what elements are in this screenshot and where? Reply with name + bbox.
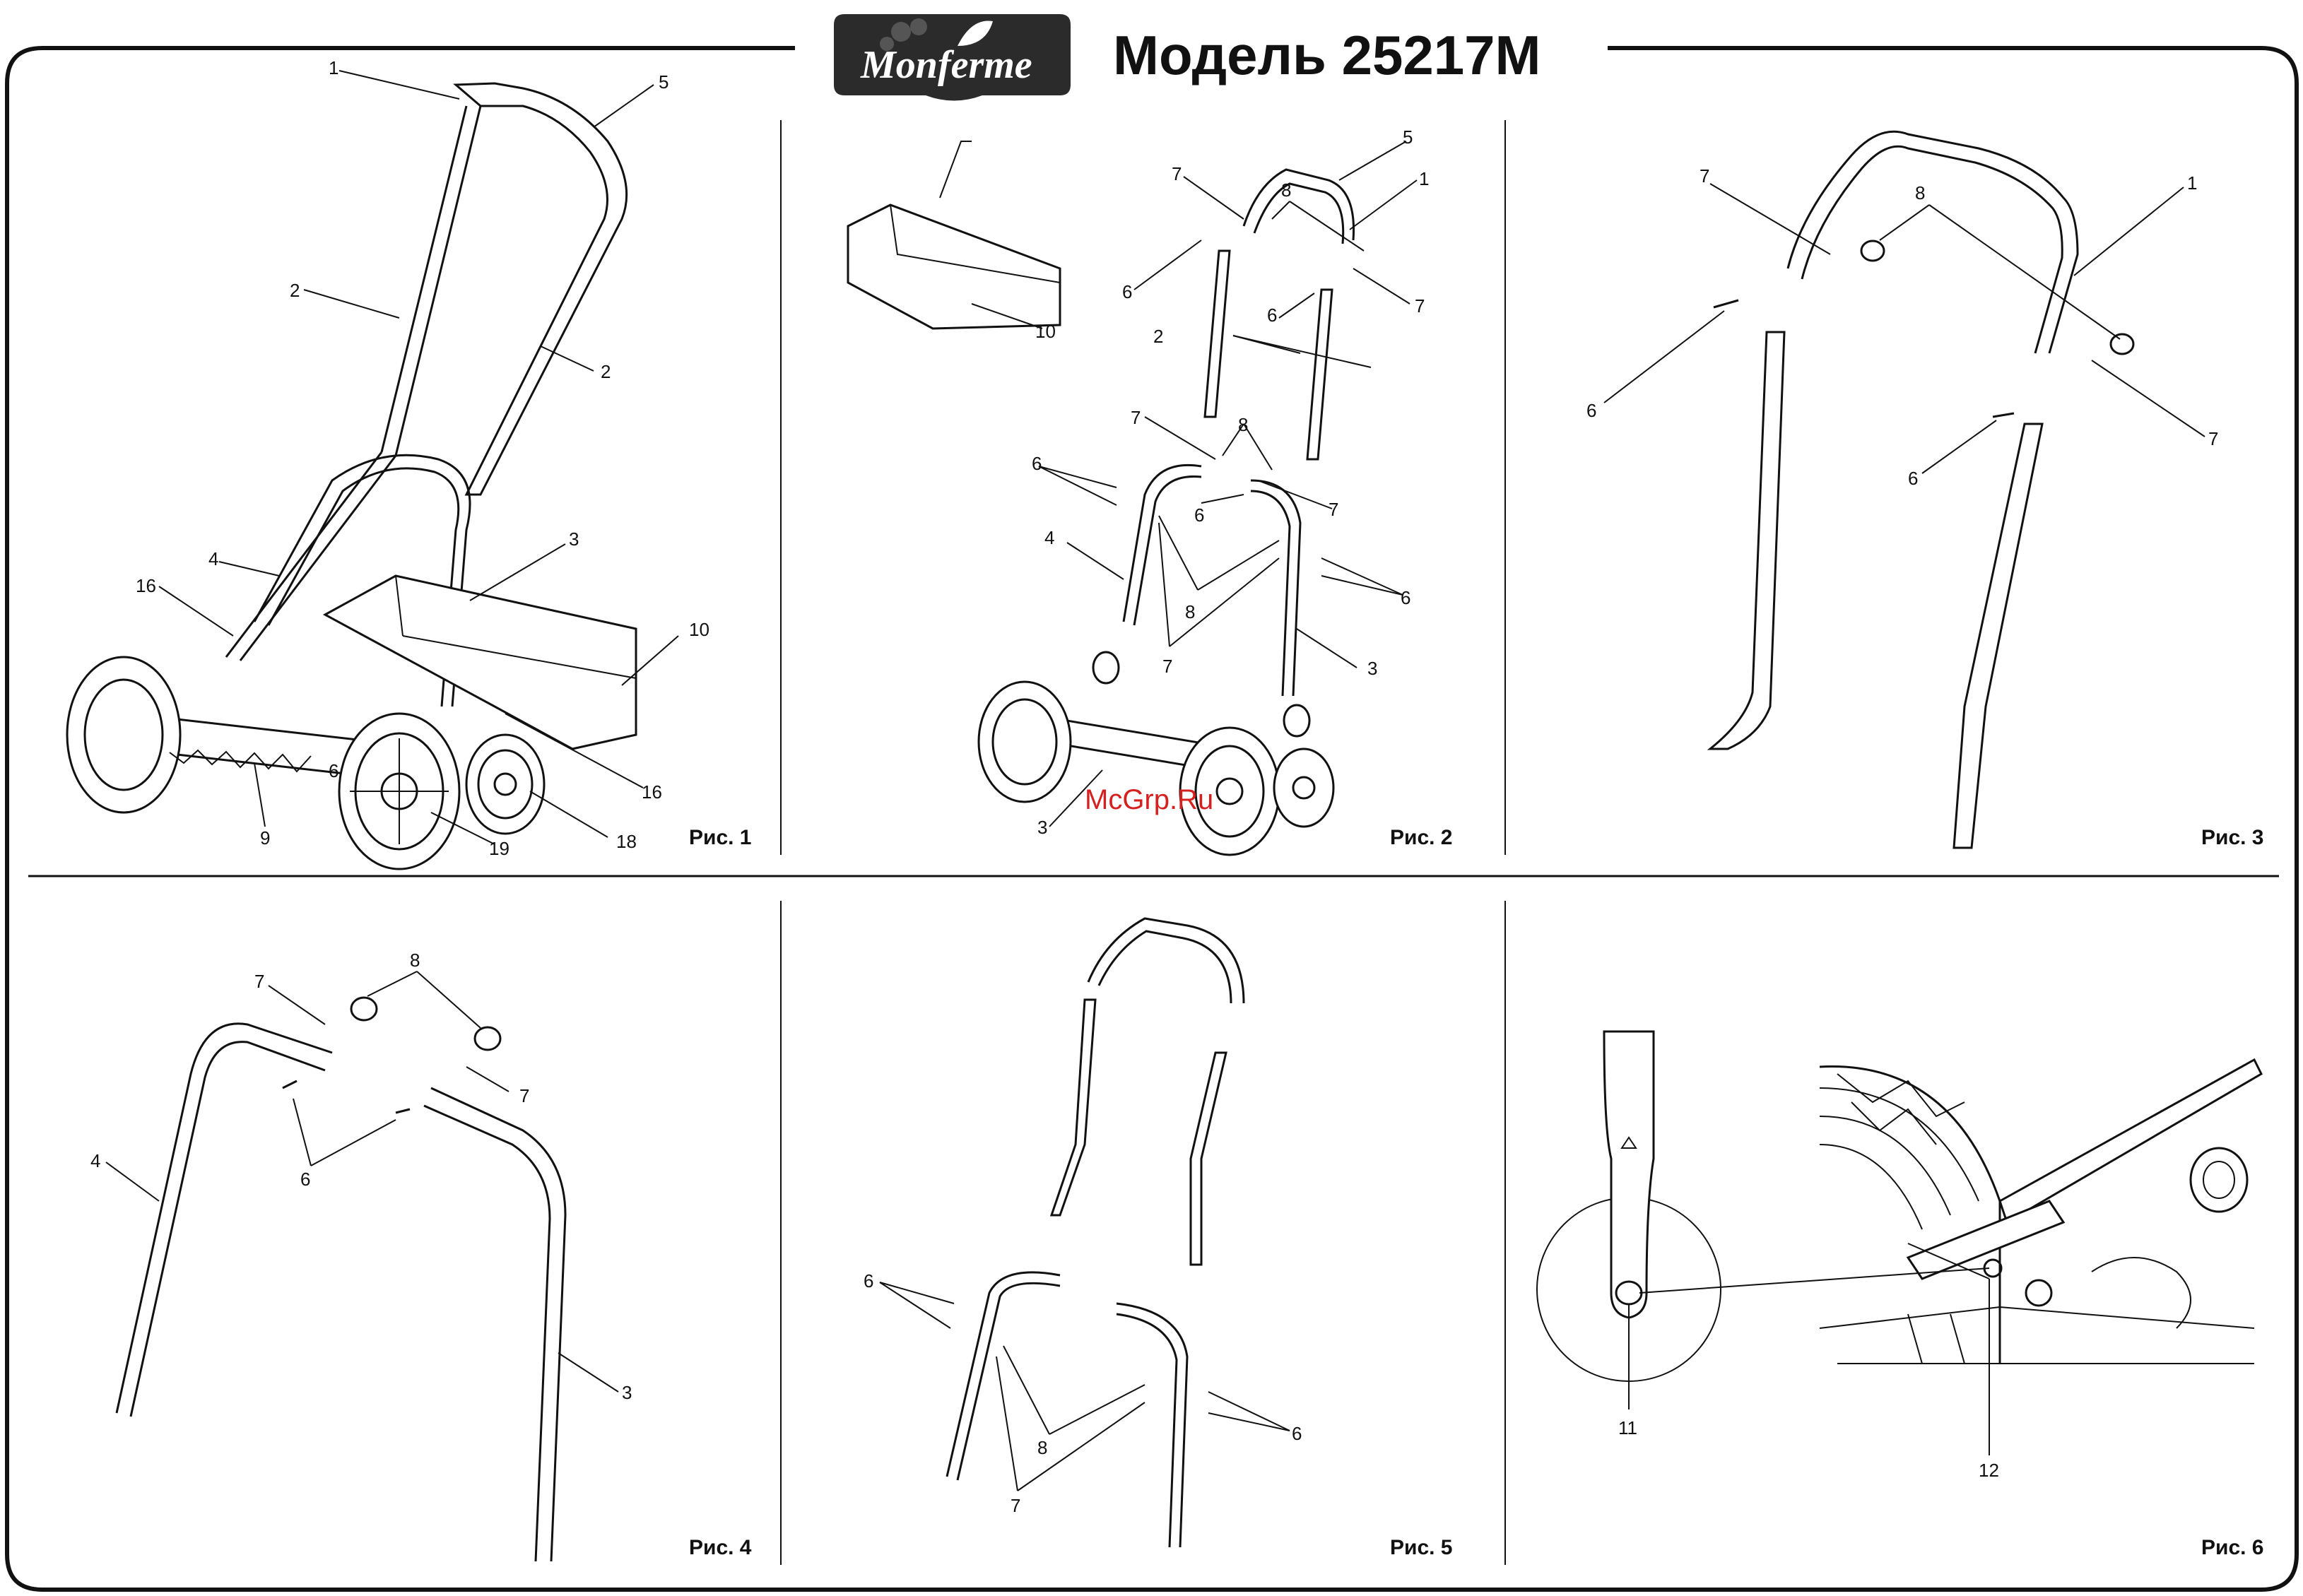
fig4-caption: Рис. 4 — [689, 1536, 752, 1559]
fig3-label: 8 — [1915, 182, 1925, 203]
fig2-label: 6 — [1401, 587, 1410, 608]
fig6-labels: 11 12 — [1618, 1417, 1999, 1481]
fig1-label: 2 — [290, 280, 300, 301]
fig6-caption: Рис. 6 — [2201, 1536, 2264, 1559]
fig1-label: 10 — [689, 619, 709, 640]
fig5-label: 8 — [1037, 1437, 1047, 1458]
fig2-label: 7 — [1415, 295, 1425, 317]
fig1-label: 4 — [208, 548, 218, 569]
fig3-label: 6 — [1586, 400, 1596, 421]
fig1-label: 1 — [329, 57, 338, 78]
fig2-label: 7 — [1329, 499, 1338, 520]
fig4-label: 6 — [300, 1169, 310, 1190]
fig1-label: 6 — [329, 760, 338, 781]
fig1-label: 3 — [569, 528, 579, 550]
fig2-caption: Рис. 2 — [1390, 826, 1453, 849]
fig5-labels: 6 8 7 6 — [864, 1270, 1302, 1516]
fig6-detail-drawing — [1537, 1032, 2261, 1381]
fig1-label: 16 — [136, 575, 156, 596]
fig2-label: 1 — [1419, 168, 1429, 189]
fig1-label: 2 — [601, 361, 611, 382]
fig2-label: 10 — [1035, 321, 1056, 342]
fig3-label: 1 — [2187, 172, 2197, 194]
fig2-label: 8 — [1185, 601, 1195, 622]
fig2-label: 4 — [1044, 527, 1054, 548]
fig5-label: 6 — [1292, 1423, 1302, 1444]
fig5-assembly-drawing — [947, 918, 1244, 1547]
fig1-label: 5 — [659, 71, 668, 93]
fig3-label: 7 — [1700, 165, 1709, 187]
brand-logo: Monferme — [834, 14, 1071, 101]
fig2-label: 3 — [1037, 817, 1047, 838]
fig3-leaders — [1604, 184, 2205, 473]
fig2-label: 5 — [1403, 126, 1413, 148]
fig4-label: 3 — [622, 1382, 632, 1403]
fig2-label: 6 — [1194, 504, 1204, 526]
fig3-label: 7 — [2208, 428, 2218, 449]
fig2-label: 6 — [1032, 453, 1042, 474]
page-title: Модель 25217M — [1113, 24, 1541, 86]
fig2-label: 6 — [1267, 305, 1277, 326]
fig1-caption: Рис. 1 — [689, 826, 752, 849]
fig1-label: 9 — [260, 827, 270, 849]
fig2-label: 7 — [1172, 163, 1182, 184]
fig5-label: 7 — [1011, 1495, 1020, 1516]
fig3-labels: 7 8 1 6 6 7 — [1586, 165, 2218, 489]
fig5-leaders — [880, 1282, 1290, 1491]
fig4-label: 4 — [90, 1150, 100, 1171]
fig2-label: 8 — [1238, 414, 1248, 435]
fig2-label: 3 — [1367, 658, 1377, 679]
fig4-label: 7 — [254, 971, 264, 992]
fig4-handles-drawing — [117, 998, 565, 1561]
fig4-label: 7 — [519, 1085, 529, 1106]
fig2-label: 6 — [1122, 281, 1132, 302]
fig6-leaders — [1629, 1243, 1989, 1455]
fig3-handle-drawing — [1710, 131, 2133, 848]
fig3-caption: Рис. 3 — [2201, 826, 2264, 849]
fig2-label: 7 — [1162, 656, 1172, 677]
fig2-label: 7 — [1131, 407, 1141, 428]
fig2-label: 8 — [1281, 179, 1291, 201]
fig1-label: 19 — [489, 838, 510, 859]
fig6-label: 12 — [1979, 1460, 1999, 1481]
brand-name: Monferme — [860, 43, 1032, 87]
fig2-label: 2 — [1153, 326, 1163, 347]
watermark: McGrp.Ru — [1085, 784, 1213, 815]
fig4-label: 8 — [410, 950, 420, 971]
fig1-label: 16 — [642, 781, 662, 803]
fig5-caption: Рис. 5 — [1390, 1536, 1453, 1559]
fig6-label: 11 — [1618, 1417, 1637, 1438]
fig5-label: 6 — [864, 1270, 873, 1291]
fig1-label: 18 — [616, 831, 637, 852]
fig3-label: 6 — [1908, 468, 1918, 489]
fig1-mower-drawing — [67, 83, 636, 869]
